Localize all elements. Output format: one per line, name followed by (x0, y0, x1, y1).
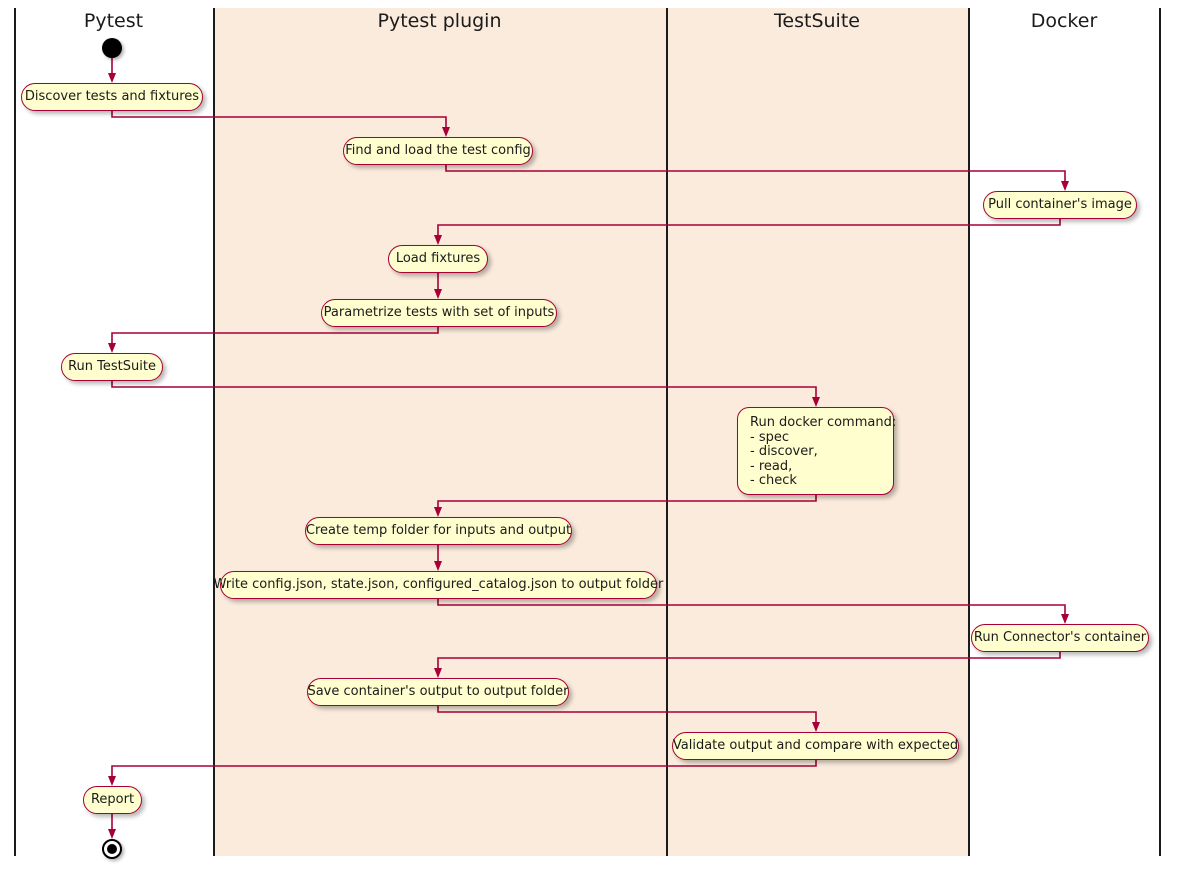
activity-save-containers-output[interactable]: Save container's output to output folder (307, 678, 569, 706)
lane-background-pytest (14, 8, 213, 856)
lane-separator-left (14, 8, 16, 856)
activity-validate-output[interactable]: Validate output and compare with expecte… (672, 732, 959, 760)
end-node (102, 839, 122, 859)
lane-separator-2 (666, 8, 668, 856)
lane-background-docker (968, 8, 1160, 856)
start-node (102, 38, 122, 58)
activity-load-fixtures[interactable]: Load fixtures (388, 245, 488, 273)
activity-run-connectors-container[interactable]: Run Connector's container (971, 624, 1149, 652)
lane-separator-right (1159, 8, 1161, 856)
lane-separator-1 (213, 8, 215, 856)
activity-discover-tests-and-fixtures[interactable]: Discover tests and fixtures (21, 83, 203, 111)
lane-separator-3 (968, 8, 970, 856)
activity-run-docker-command[interactable]: Run docker command: - spec - discover, -… (737, 407, 896, 495)
activity-report[interactable]: Report (83, 786, 142, 814)
lane-title-testsuite: TestSuite (774, 10, 860, 32)
activity-write-config-files[interactable]: Write config.json, state.json, configure… (214, 571, 663, 599)
lane-title-pytest-plugin: Pytest plugin (377, 10, 502, 32)
activity-run-testsuite[interactable]: Run TestSuite (61, 353, 163, 381)
activity-create-temp-folder[interactable]: Create temp folder for inputs and output (305, 517, 572, 545)
activity-parametrize-tests[interactable]: Parametrize tests with set of inputs (321, 299, 557, 327)
lane-title-docker: Docker (1030, 10, 1098, 32)
activity-pull-containers-image[interactable]: Pull container's image (983, 191, 1137, 219)
lane-background-pytest-plugin (213, 8, 666, 856)
lane-title-pytest: Pytest (83, 10, 144, 32)
activity-find-and-load-the-test-config[interactable]: Find and load the test config (343, 137, 533, 165)
